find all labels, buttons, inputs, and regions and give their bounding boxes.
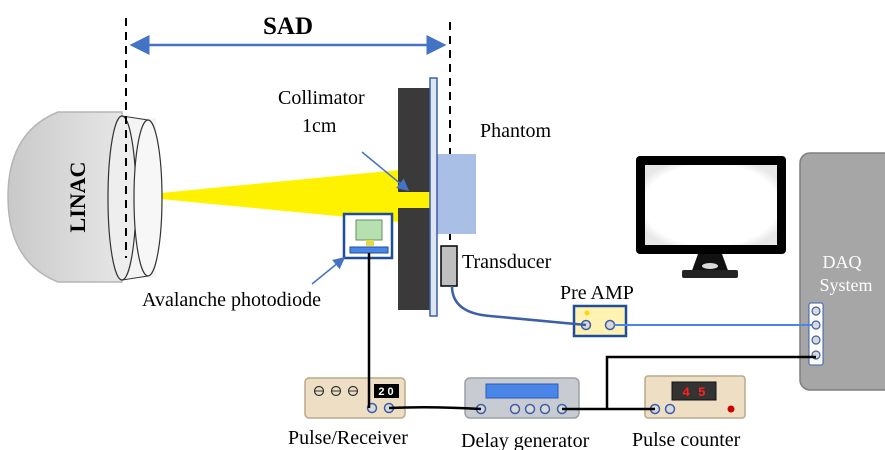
monitor xyxy=(636,156,786,278)
phantom-label: Phantom xyxy=(480,120,552,142)
transducer xyxy=(440,245,458,287)
pulse-receiver-label: Pulse/Receiver xyxy=(288,427,408,449)
linac-label: LINAC xyxy=(65,162,90,233)
photodiode-pointer xyxy=(311,257,346,285)
pulse-counter: 4 5 xyxy=(644,375,746,419)
collimator-pointer xyxy=(361,151,410,191)
delay-generator-label: Delay generator xyxy=(461,430,590,450)
linac: LINAC xyxy=(7,111,163,283)
daq-label-line2: System xyxy=(819,275,872,295)
pre-amp-label: Pre AMP xyxy=(560,282,634,304)
delay-generator xyxy=(464,377,580,419)
collimator-label-line1: Collimator xyxy=(278,87,365,109)
collimator xyxy=(398,88,430,310)
pulse-receiver-display: 2 0 xyxy=(378,386,393,398)
sad-label: SAD xyxy=(263,13,313,40)
pulse-counter-label: Pulse counter xyxy=(632,429,741,450)
pulse-counter-display: 4 5 xyxy=(682,385,706,400)
detector-plate xyxy=(429,77,438,317)
cable-receiver-to-delay xyxy=(388,405,482,411)
radiation-beam xyxy=(150,167,430,225)
pulse-receiver: 2 0 xyxy=(304,377,406,419)
daq-system: DAQ System xyxy=(799,152,885,391)
transducer-label: Transducer xyxy=(462,251,552,273)
avalanche-photodiode-label: Avalanche photodiode xyxy=(142,289,321,311)
avalanche-photodiode xyxy=(342,212,394,260)
daq-label-line1: DAQ xyxy=(823,252,862,272)
collimator-label-line2: 1cm xyxy=(302,115,337,137)
cable-delay-to-daq xyxy=(605,355,816,409)
pre-amp xyxy=(572,304,628,338)
cable-transducer-to-preamp xyxy=(450,285,587,327)
